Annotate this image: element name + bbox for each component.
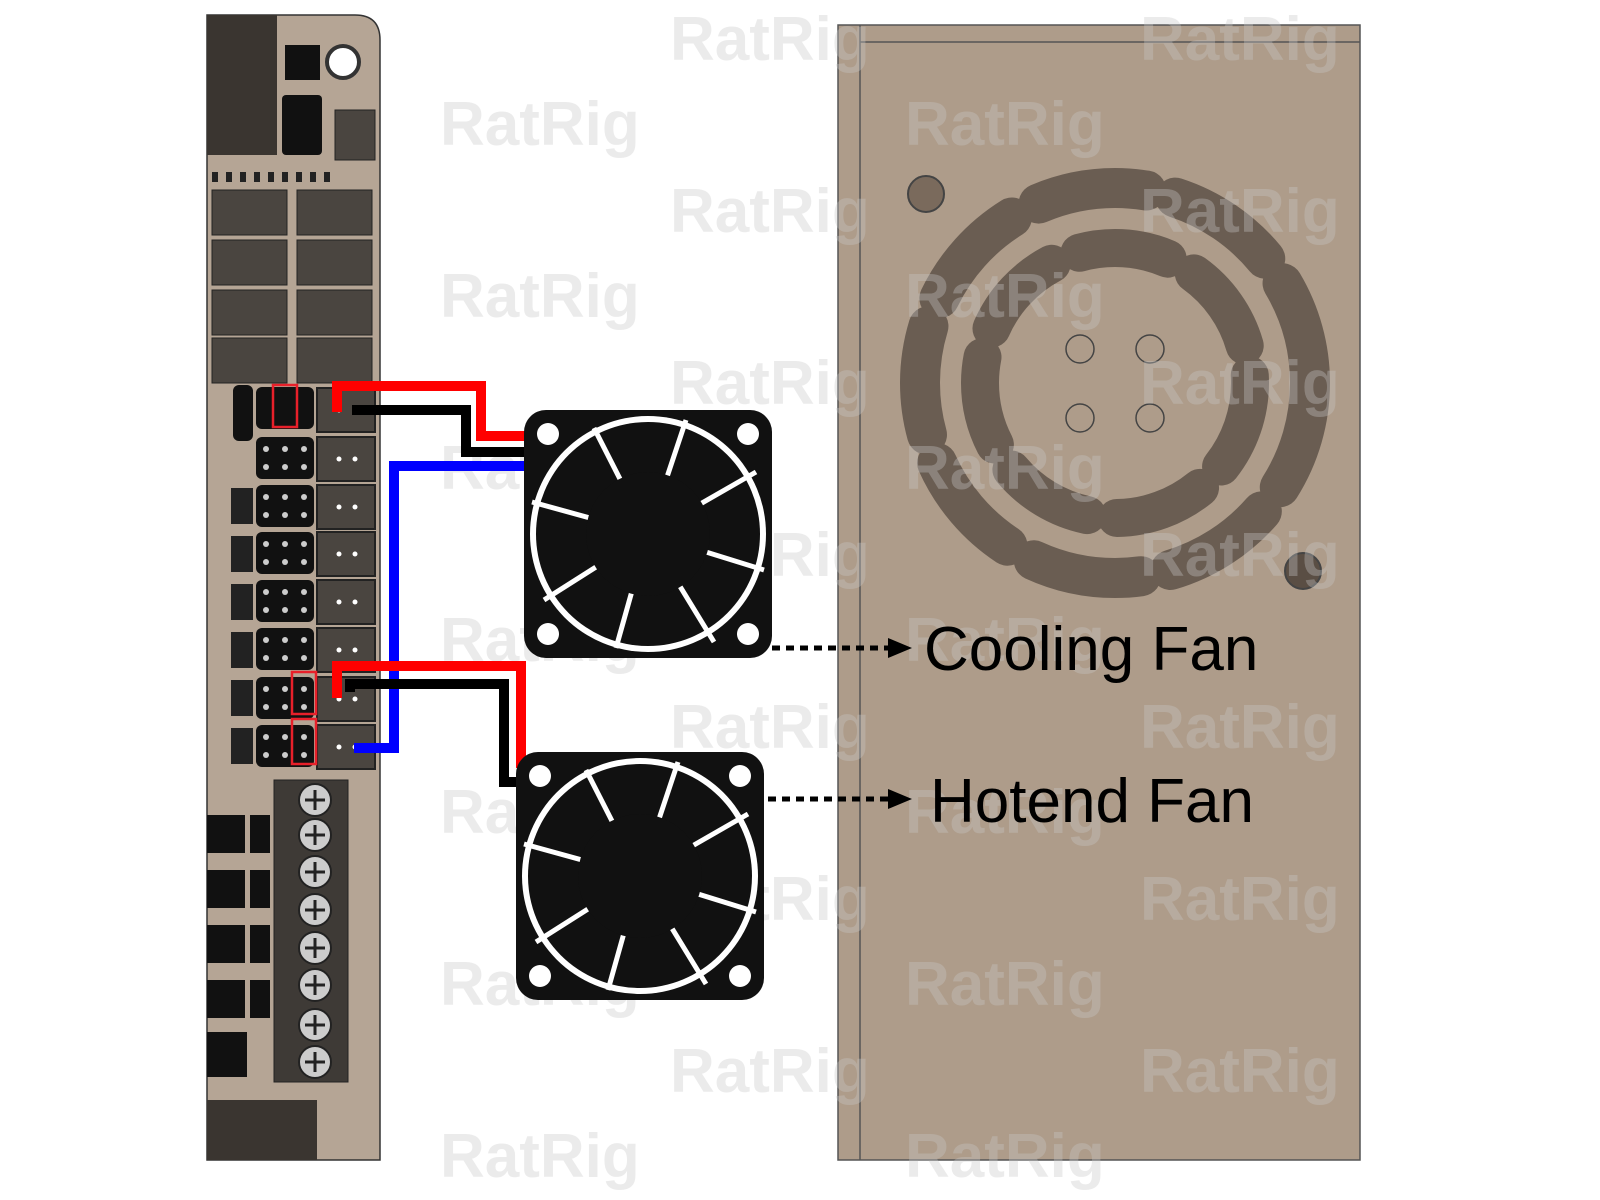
watermark-text: RatRig: [1140, 1037, 1340, 1106]
power-supply: [837, 24, 1361, 1161]
control-board: [206, 14, 381, 1161]
board-power-connector: [207, 15, 277, 155]
watermark-text: RatRig: [440, 90, 640, 159]
hotend-fan-arrow: [768, 789, 912, 809]
watermark-text: RatRig: [905, 1122, 1105, 1191]
cooling-fan-tach-wire: [354, 461, 526, 753]
mounting-hole: [325, 44, 361, 80]
terminal-block: [273, 779, 349, 1083]
watermark-text: RatRig: [1140, 349, 1340, 418]
watermark-text: RatRig: [440, 1122, 640, 1191]
hotend-fan-positive-wire: [332, 661, 526, 768]
watermark-text: RatRig: [905, 262, 1105, 331]
watermark-text: RatRig: [905, 434, 1105, 503]
watermark-text: RatRig: [905, 90, 1105, 159]
watermark-text: RatRig: [670, 1037, 870, 1106]
cooling-fan-positive-wire: [332, 381, 526, 441]
watermark-text: RatRig: [1140, 5, 1340, 74]
watermark-text: RatRig: [1140, 177, 1340, 246]
wires: [332, 381, 526, 787]
hotend-fan-ground-wire: [345, 679, 518, 787]
jumper-highlights: [271, 383, 318, 766]
watermark-text: RatRig: [905, 778, 1105, 847]
watermark-text: RatRig: [905, 950, 1105, 1019]
cooling-fan-label: Cooling Fan: [924, 615, 1258, 684]
watermark-text: RatRig: [670, 177, 870, 246]
cooling-fan-ground-wire: [352, 405, 526, 457]
jumper-pins: [231, 385, 314, 767]
hotend-fan: [516, 752, 764, 1000]
watermark-text: RatRig: [1140, 521, 1340, 590]
cooling-fan: [524, 410, 772, 658]
watermark-text: RatRig: [440, 262, 640, 331]
watermark-text: RatRig: [1140, 693, 1340, 762]
watermark-text: RatRig: [670, 349, 870, 418]
cooling-fan-arrow: [772, 638, 912, 658]
watermark-text: RatRig: [905, 606, 1105, 675]
hotend-fan-label: Hotend Fan: [930, 767, 1254, 836]
watermark-text: RatRig: [1140, 865, 1340, 934]
watermark-text: RatRig: [670, 693, 870, 762]
watermark-text: RatRig: [670, 5, 870, 74]
stepper-connectors: [211, 189, 373, 384]
psu-fan-grill: [900, 168, 1330, 598]
